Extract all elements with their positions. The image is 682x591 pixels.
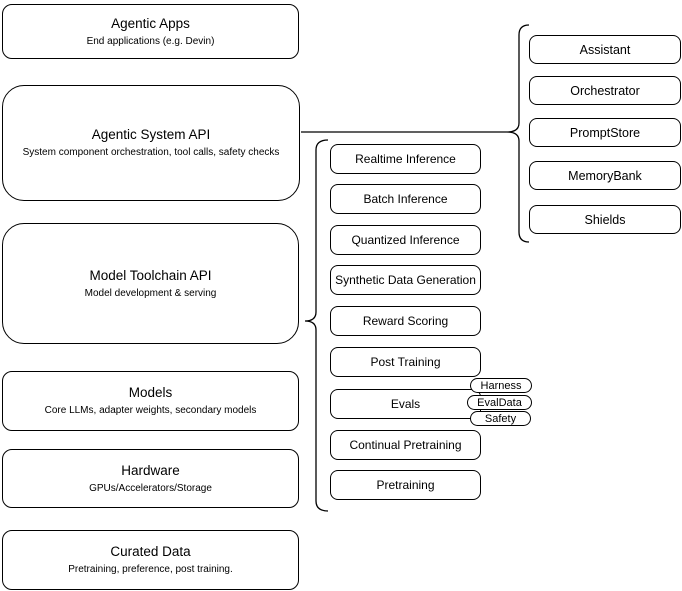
box-label: Synthetic Data Generation	[335, 273, 476, 287]
box-subtitle: End applications (e.g. Devin)	[86, 35, 215, 47]
system-components-brace	[506, 24, 530, 243]
box-title: Hardware	[121, 462, 180, 478]
box-post-training: Post Training	[330, 347, 481, 377]
box-model-toolchain-api: Model Toolchain API Model development & …	[2, 223, 299, 344]
pill-evaldata: EvalData	[467, 395, 532, 410]
box-evals: Evals	[330, 389, 481, 419]
box-label: Batch Inference	[363, 192, 448, 206]
box-label: Evals	[390, 397, 421, 411]
box-hardware: Hardware GPUs/Accelerators/Storage	[2, 449, 299, 508]
box-label: Orchestrator	[570, 83, 640, 98]
box-batch-inference: Batch Inference	[330, 184, 481, 214]
box-label: Realtime Inference	[355, 152, 456, 166]
box-memorybank: MemoryBank	[529, 161, 681, 190]
box-label: Reward Scoring	[362, 314, 449, 328]
box-label: Assistant	[579, 42, 631, 57]
box-agentic-apps: Agentic Apps End applications (e.g. Devi…	[2, 4, 299, 59]
box-subtitle: GPUs/Accelerators/Storage	[89, 482, 212, 494]
pill-harness: Harness	[470, 378, 532, 393]
pill-safety: Safety	[470, 411, 531, 426]
box-shields: Shields	[529, 205, 681, 234]
box-label: PromptStore	[569, 125, 641, 140]
box-title: Agentic System API	[91, 127, 211, 142]
box-realtime-inference: Realtime Inference	[330, 144, 481, 174]
box-label: Continual Pretraining	[349, 438, 462, 452]
box-agentic-system-api: Agentic System API System component orch…	[2, 85, 300, 201]
pill-label: EvalData	[477, 396, 522, 409]
pill-label: Harness	[480, 379, 522, 392]
box-label: Quantized Inference	[351, 233, 460, 247]
box-subtitle: Pretraining, preference, post training.	[68, 564, 233, 575]
box-title: Models	[128, 385, 173, 400]
box-pretraining: Pretraining	[330, 470, 481, 500]
box-models: Models Core LLMs, adapter weights, secon…	[2, 371, 299, 431]
box-label: Post Training	[370, 355, 441, 369]
toolchain-brace	[304, 139, 329, 512]
box-curated-data: Curated Data Pretraining, preference, po…	[2, 530, 299, 590]
box-label: Pretraining	[376, 478, 435, 492]
pill-label: Safety	[484, 412, 517, 425]
box-quantized-inference: Quantized Inference	[330, 225, 481, 255]
box-title: Model Toolchain API	[89, 267, 212, 283]
box-label: Shields	[584, 212, 626, 227]
box-synthetic-data-generation: Synthetic Data Generation	[330, 265, 481, 295]
box-continual-pretraining: Continual Pretraining	[330, 430, 481, 460]
box-label: MemoryBank	[568, 168, 642, 183]
box-promptstore: PromptStore	[529, 118, 681, 147]
box-subtitle: System component orchestration, tool cal…	[22, 147, 280, 158]
box-orchestrator: Orchestrator	[529, 76, 681, 105]
box-subtitle: Model development & serving	[84, 287, 217, 299]
box-title: Curated Data	[110, 544, 191, 559]
box-title: Agentic Apps	[111, 15, 190, 31]
box-reward-scoring: Reward Scoring	[330, 306, 481, 336]
box-assistant: Assistant	[529, 35, 681, 64]
box-subtitle: Core LLMs, adapter weights, secondary mo…	[44, 405, 257, 416]
